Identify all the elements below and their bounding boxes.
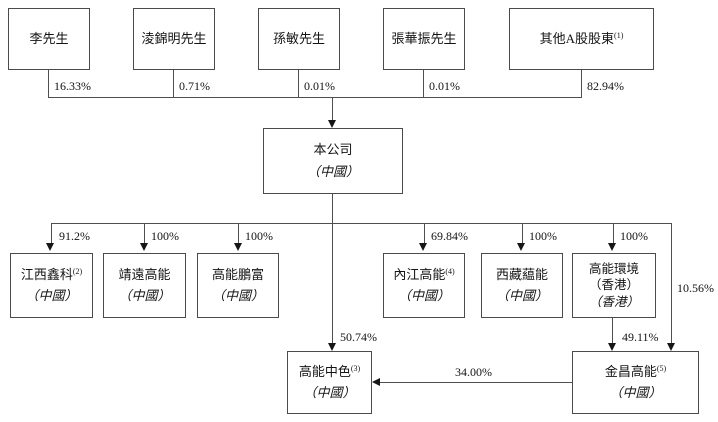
footnote-superscript: (4) bbox=[445, 267, 455, 277]
subsidiary-box-neijiang-gaoneng: 內江高能(4) （中國） bbox=[383, 253, 465, 318]
ownership-label-other: 82.94% bbox=[587, 79, 624, 93]
subsidiary-box-jinchang-gaoneng: 金昌高能(5) （中國） bbox=[572, 351, 699, 414]
company-box: 本公司 （中國） bbox=[263, 128, 403, 194]
ownership-label-sun: 0.01% bbox=[304, 79, 335, 93]
subsidiary-name: 高能中色(3) bbox=[299, 362, 360, 382]
arrowhead-hk-into-jinchang bbox=[608, 343, 616, 351]
subsidiary-box-gaoneng-huanjing-hk: 高能環境 （香港） （香港） bbox=[572, 253, 656, 318]
arrowhead-rail-into-jinchang bbox=[667, 343, 675, 351]
connector-ling-to-rail bbox=[173, 70, 175, 97]
connector-jinchang-to-zhongse bbox=[380, 382, 572, 384]
ownership-label-li: 16.33% bbox=[54, 79, 91, 93]
subsidiary-name-text: 高能中色 bbox=[298, 364, 351, 380]
subsidiary-name: 內江高能(4) bbox=[393, 265, 454, 285]
ownership-label-neijiang-gaoneng: 69.84% bbox=[431, 229, 468, 243]
ownership-label-ling: 0.71% bbox=[179, 79, 210, 93]
subsidiary-box-jingyuan-gaoneng: 靖遠高能 （中國） bbox=[103, 253, 186, 318]
shareholder-box-ling-jinming: 淩錦明先生 bbox=[133, 8, 215, 70]
subsidiary-name-text: 金昌高能 bbox=[604, 364, 657, 380]
shareholder-name: 孫敏先生 bbox=[272, 30, 325, 46]
ownership-label-rail-to-jinchang: 10.56% bbox=[677, 281, 714, 295]
subsidiary-jurisdiction: （中國） bbox=[609, 384, 662, 400]
subsidiary-jurisdiction: （中國） bbox=[397, 287, 450, 303]
shareholder-box-li: 李先生 bbox=[8, 8, 90, 70]
arrowhead-into-company bbox=[328, 120, 336, 128]
shareholder-box-zhang-huazhen: 張華振先生 bbox=[383, 8, 465, 70]
footnote-superscript: (2) bbox=[72, 267, 83, 277]
footnote-superscript: (1) bbox=[614, 30, 624, 40]
ownership-label-gaoneng-pengfu: 100% bbox=[245, 229, 273, 243]
subsidiary-name: 江西鑫科(2) bbox=[21, 265, 82, 285]
connector-hk-to-jinchang bbox=[612, 318, 614, 344]
subsidiary-box-jiangxi-xinke: 江西鑫科(2) （中國） bbox=[10, 253, 93, 318]
connector-rail-to-neijiang-gaoneng bbox=[424, 223, 426, 244]
shareholder-name-text: 其他A股股東 bbox=[539, 30, 615, 46]
subsidiary-rail-line bbox=[51, 223, 672, 225]
subsidiary-jurisdiction: （中國） bbox=[495, 287, 548, 303]
ownership-label-xizang-yunneng: 100% bbox=[529, 229, 557, 243]
connector-rail-to-jiangxi-xinke bbox=[51, 223, 53, 244]
shareholder-box-other-a-shareholders: 其他A股股東(1) bbox=[509, 8, 654, 70]
connector-other-to-rail bbox=[581, 70, 583, 97]
connector-rail-to-company bbox=[332, 97, 334, 121]
subsidiary-name-text: 江西鑫科 bbox=[20, 267, 73, 283]
arrowhead-into-gaoneng-huanjing bbox=[608, 243, 616, 251]
shareholder-name: 張華振先生 bbox=[391, 30, 457, 46]
shareholder-name: 李先生 bbox=[29, 30, 69, 46]
ownership-label-hk-to-jinchang: 49.11% bbox=[622, 330, 659, 344]
footnote-superscript: (5) bbox=[656, 364, 667, 374]
subsidiary-name: 西藏藴能 bbox=[495, 267, 548, 283]
connector-rail-to-gaoneng-pengfu bbox=[238, 223, 240, 244]
connector-rail-to-jingyuan-gaoneng bbox=[144, 223, 146, 244]
subsidiary-name: 靖遠高能 bbox=[118, 267, 171, 283]
subsidiary-jurisdiction: （香港） bbox=[588, 294, 639, 309]
ownership-label-company-to-zhongse: 50.74% bbox=[340, 330, 377, 344]
arrowhead-into-xizang-yunneng bbox=[517, 243, 525, 251]
subsidiary-jurisdiction: （中國） bbox=[25, 287, 78, 303]
arrowhead-into-gaoneng-pengfu bbox=[234, 243, 242, 251]
subsidiary-jurisdiction: （中國） bbox=[303, 384, 356, 400]
subsidiary-name-text: 內江高能 bbox=[393, 267, 446, 283]
subsidiary-jurisdiction: （中國） bbox=[118, 287, 171, 303]
shareholder-rail-line bbox=[48, 97, 582, 99]
connector-company-to-zhongse bbox=[332, 194, 334, 344]
connector-rail-to-xizang-yunneng bbox=[522, 223, 524, 244]
ownership-label-jingyuan-gaoneng: 100% bbox=[151, 229, 179, 243]
subsidiary-box-gaoneng-zhongse: 高能中色(3) （中國） bbox=[287, 351, 372, 414]
ownership-label-gaoneng-huanjing: 100% bbox=[620, 229, 648, 243]
footnote-superscript: (3) bbox=[350, 364, 361, 374]
shareholder-box-sun-min: 孫敏先生 bbox=[258, 8, 340, 70]
ownership-label-jinchang-to-zhongse: 34.00% bbox=[455, 365, 492, 379]
company-jurisdiction: （中國） bbox=[306, 164, 359, 179]
arrowhead-into-neijiang-gaoneng bbox=[419, 243, 427, 251]
subsidiary-name: 金昌高能(5) bbox=[605, 362, 666, 382]
shareholder-name: 其他A股股東(1) bbox=[540, 29, 624, 49]
arrowhead-into-jingyuan-gaoneng bbox=[140, 243, 148, 251]
connector-li-to-rail bbox=[48, 70, 50, 97]
connector-sun-to-rail bbox=[298, 70, 300, 97]
subsidiary-name: 高能鵬富 bbox=[211, 267, 264, 283]
shareholder-name: 淩錦明先生 bbox=[141, 30, 207, 46]
subsidiary-box-gaoneng-pengfu: 高能鵬富 （中國） bbox=[197, 253, 279, 318]
subsidiary-box-xizang-yunneng: 西藏藴能 （中國） bbox=[481, 253, 563, 318]
subsidiary-jurisdiction: （中國） bbox=[211, 287, 264, 303]
connector-rail-to-gaoneng-huanjing bbox=[613, 223, 615, 244]
ownership-label-zhang: 0.01% bbox=[429, 79, 460, 93]
arrowhead-into-zhongse bbox=[328, 343, 336, 351]
arrowhead-into-jiangxi-xinke bbox=[46, 243, 54, 251]
connector-rail-to-jinchang bbox=[671, 223, 673, 344]
company-name: 本公司 bbox=[313, 141, 353, 157]
ownership-label-jiangxi-xinke: 91.2% bbox=[59, 229, 90, 243]
arrowhead-into-zhongse-from-jinchang bbox=[372, 378, 380, 386]
connector-zhang-to-rail bbox=[423, 70, 425, 97]
subsidiary-name-suffix: （香港） bbox=[588, 278, 639, 293]
subsidiary-name: 高能環境 bbox=[588, 262, 639, 277]
